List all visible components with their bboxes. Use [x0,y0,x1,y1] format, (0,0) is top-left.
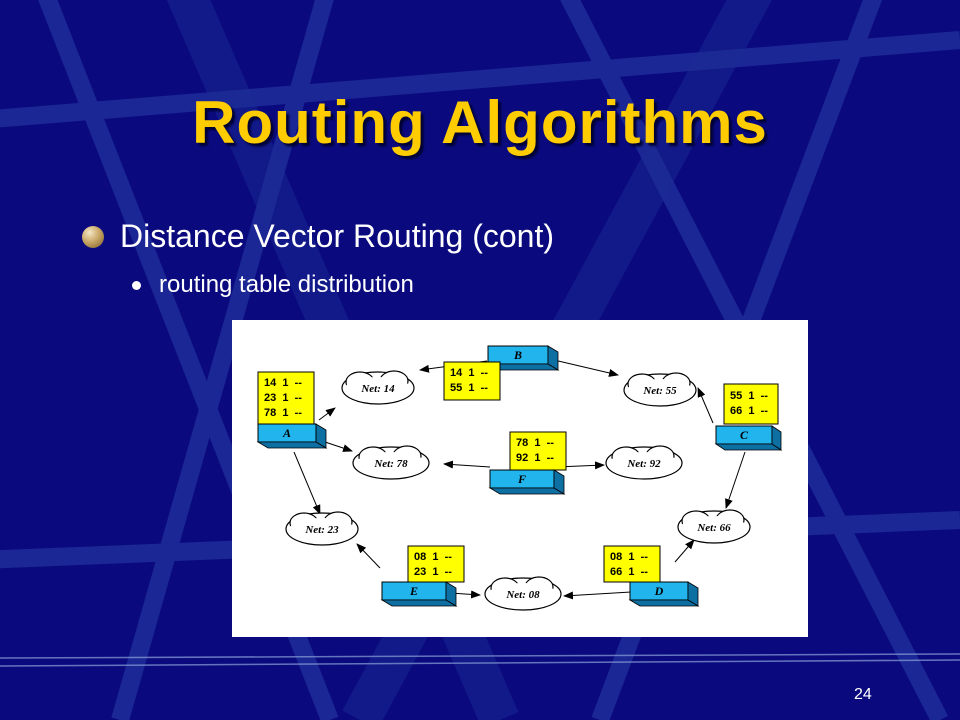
router-e-row-2: 23 1 -- [414,566,452,578]
router-e-label: E [409,584,418,598]
net-23-label: Net: 23 [304,524,339,536]
router-d-row-2: 66 1 -- [610,566,648,578]
network-clouds: Net: 14 Net: 55 Net: 78 [285,370,751,611]
net-92-label: Net: 92 [626,458,661,470]
router-f: 78 1 -- 92 1 -- F [488,431,567,495]
router-c-label: C [740,428,749,442]
bullet-level1-text: Distance Vector Routing (cont) [120,218,554,254]
router-f-row-2: 92 1 -- [516,452,554,464]
net-66-cloud: Net: 66 [677,509,751,544]
router-d: 08 1 -- 66 1 -- D [603,545,700,607]
bullet-level2: routing table distribution [132,271,414,299]
edge-f-net78 [443,460,491,469]
net-14-cloud: Net: 14 [341,370,415,405]
net-92-cloud: Net: 92 [605,445,683,480]
net-14-label: Net: 14 [360,383,395,395]
routing-diagram: Net: 14 Net: 55 Net: 78 [232,320,808,637]
edge-a-net23 [293,451,321,515]
router-c-row-2: 66 1 -- [730,405,768,417]
router-b-label: B [513,348,522,362]
edge-d-net66 [674,539,695,563]
net-55-cloud: Net: 55 [623,372,697,407]
router-f-row-1: 78 1 -- [516,437,554,449]
router-b-row-1: 14 1 -- [450,367,488,379]
router-a-row-1: 14 1 -- [264,377,302,389]
router-d-row-1: 08 1 -- [610,551,648,563]
page-number: 24 [854,686,872,703]
net-78-label: Net: 78 [373,458,408,470]
router-b: B 14 1 -- 55 1 -- [443,345,560,401]
edge-c-net66 [725,451,746,509]
net-55-label: Net: 55 [642,385,677,397]
net-66-label: Net: 66 [696,522,731,534]
router-a-label: A [282,426,291,440]
router-a-row-2: 23 1 -- [264,392,302,404]
edge-d-net08 [563,591,632,600]
edge-c-net55 [697,387,714,424]
edge-a-net14 [318,407,336,421]
router-a-row-3: 78 1 -- [264,407,302,419]
net-78-cloud: Net: 78 [352,445,430,480]
router-e-row-1: 08 1 -- [414,551,452,563]
router-b-row-2: 55 1 -- [450,382,488,394]
edge-b-net55 [553,359,619,377]
router-c-row-1: 55 1 -- [730,390,768,402]
net-08-label: Net: 08 [505,589,540,601]
bullet-level2-text: routing table distribution [159,271,414,298]
bullet-level1: Distance Vector Routing (cont) [82,218,554,255]
edge-e-net23 [356,543,381,569]
router-a: 14 1 -- 23 1 -- 78 1 -- A [256,371,328,449]
net-23-cloud: Net: 23 [285,511,359,546]
slide-title: Routing Algorithms [192,89,768,156]
bullet-sphere-icon [82,225,104,248]
router-e: 08 1 -- 23 1 -- E [380,545,465,607]
routing-diagram-svg: Net: 14 Net: 55 Net: 78 [256,345,783,611]
net-08-cloud: Net: 08 [484,576,562,611]
bullet-dot-icon [132,280,141,290]
router-d-label: D [654,584,664,598]
router-c: 55 1 -- 66 1 -- C [714,383,783,451]
routers: 14 1 -- 23 1 -- 78 1 -- A B 14 1 -- [256,345,783,607]
router-f-label: F [517,472,526,486]
